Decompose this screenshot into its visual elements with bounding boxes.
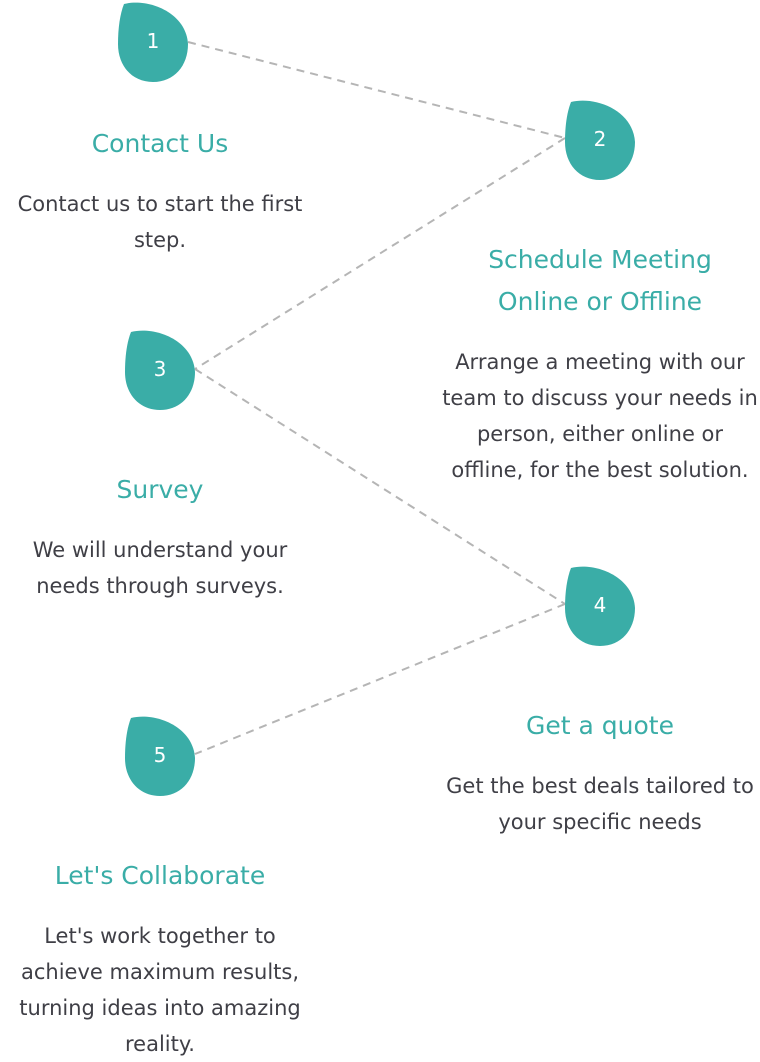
step-description: We will understand your needs through su… <box>32 538 288 598</box>
step-title: Get a quote <box>526 711 674 740</box>
step-badge: 4 <box>565 564 635 646</box>
step-description: Let's work together to achieve maximum r… <box>19 924 301 1056</box>
step-description: Get the best deals tailored to your spec… <box>446 774 754 834</box>
step-title: Survey <box>116 475 204 504</box>
step-number: 2 <box>593 127 607 151</box>
step-number: 1 <box>146 29 160 53</box>
connector-2-3 <box>194 137 566 370</box>
drop-shape-icon <box>118 2 188 82</box>
step-number: 5 <box>153 743 167 767</box>
step-title: Contact Us <box>91 129 229 158</box>
step-badge: 2 <box>565 98 635 180</box>
step-badge: 3 <box>125 328 195 410</box>
step-number: 3 <box>153 357 167 381</box>
step-title: Schedule Meeting Online or Offline <box>488 245 712 316</box>
step-badge: 1 <box>118 0 188 82</box>
step-title: Let's Collaborate <box>54 861 266 890</box>
connector-4-5 <box>194 603 566 755</box>
step-badge: 5 <box>125 714 195 796</box>
step-description: Contact us to start the first step. <box>17 192 303 252</box>
drop-shape-icon <box>125 330 195 410</box>
step-description: Arrange a meeting with our team to discu… <box>442 350 758 482</box>
drop-shape-icon <box>565 566 635 646</box>
connector-3-4 <box>194 368 566 605</box>
drop-shape-icon <box>125 716 195 796</box>
drop-shape-icon <box>565 100 635 180</box>
step-number: 4 <box>593 593 607 617</box>
connector-1-2 <box>187 41 566 139</box>
